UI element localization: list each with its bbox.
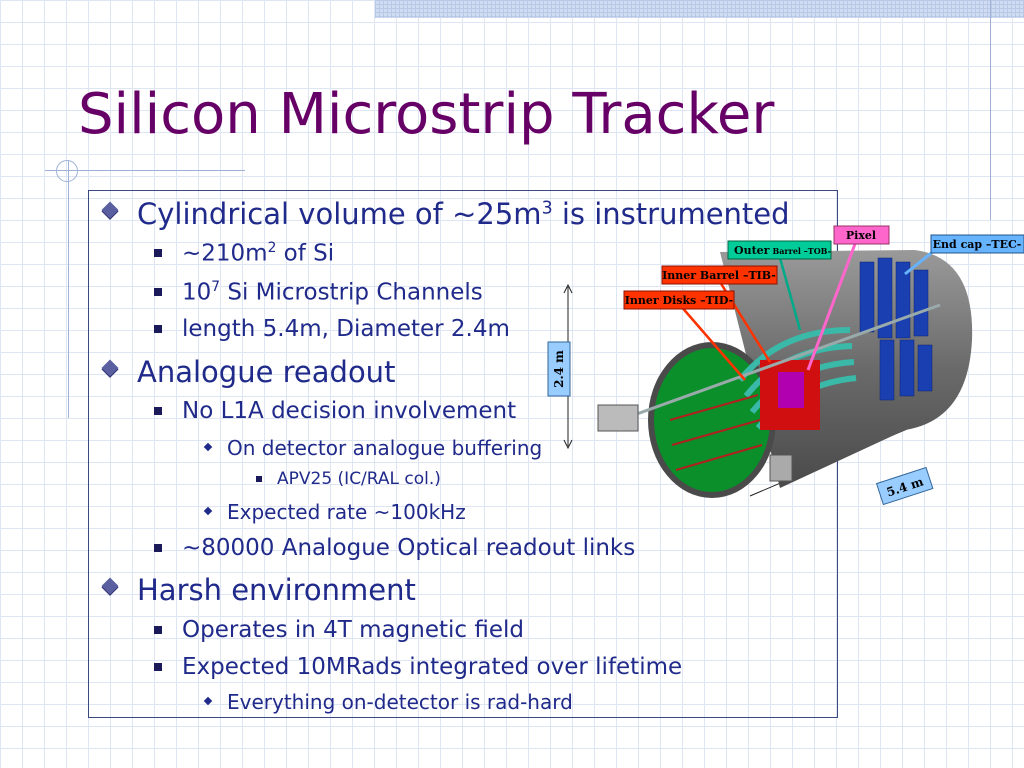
bullet-text: APV25 (IC/RAL col.) — [277, 469, 441, 489]
bullet-text: Si Microstrip Channels — [220, 279, 483, 306]
pixel-pointer — [806, 243, 857, 371]
rear-bracket — [769, 454, 793, 482]
outer-pointer — [778, 257, 802, 331]
outer-label-main: Outer — [734, 244, 770, 257]
bullet-level3: Expected rate ~100kHz — [203, 500, 466, 524]
bullet-level2: length 5.4m, Diameter 2.4m — [154, 316, 510, 342]
front-bracket — [597, 404, 639, 432]
endcap-label: End cap –TEC- — [933, 238, 1022, 251]
inner-barrel-label-box — [661, 265, 778, 285]
decorative-horizontal-line — [45, 170, 245, 171]
square-bullet-icon — [154, 249, 162, 257]
bullet-text: ~80000 Analogue Optical readout links — [182, 535, 636, 561]
beam-pipe — [619, 303, 941, 422]
slide-title: Silicon Microstrip Tracker — [78, 82, 775, 147]
endcap-label-box — [930, 234, 1024, 254]
green-support-disk — [654, 348, 770, 492]
square-bullet-icon — [154, 544, 162, 552]
bullet-text: ~210m — [182, 240, 268, 267]
pixel-detector — [778, 372, 804, 408]
superscript: 7 — [211, 279, 221, 295]
bullet-text: Cylindrical volume of ~25m — [137, 197, 542, 231]
bullet-text: Expected 10MRads integrated over lifetim… — [182, 654, 683, 680]
square-bullet-icon — [154, 288, 162, 296]
bullet-text: No L1A decision involvement — [182, 398, 517, 424]
square-bullet-icon — [154, 407, 162, 415]
bullet-level2: 107 Si Microstrip Channels — [154, 279, 483, 306]
inner-barrel-label: Inner Barrel –TIB- — [662, 269, 776, 282]
bullet-text: Operates in 4T magnetic field — [182, 617, 524, 643]
bullet-level2: Expected 10MRads integrated over lifetim… — [154, 654, 683, 680]
bullet-text: length 5.4m, Diameter 2.4m — [182, 316, 510, 342]
bullet-level2: ~80000 Analogue Optical readout links — [154, 535, 636, 561]
bullet-level4: APV25 (IC/RAL col.) — [256, 469, 441, 489]
length-label-group: 5.4 m — [875, 466, 934, 506]
endcap-disks — [859, 257, 933, 401]
square-bullet-icon — [154, 663, 162, 671]
outer-label-box — [727, 240, 832, 260]
pixel-label-box — [833, 225, 890, 245]
endcap-pointer — [904, 248, 936, 276]
superscript: 2 — [267, 240, 277, 256]
decorative-grid-band — [375, 0, 1024, 18]
bullet-level1: Analogue readout — [101, 355, 396, 389]
length-label-box — [875, 466, 934, 506]
inner-disks-label-box — [623, 290, 735, 310]
bullet-level1: Harsh environment — [101, 573, 416, 607]
decorative-vertical-line — [68, 160, 69, 418]
outer-label-rest: Barrel –TOB- — [772, 246, 830, 256]
bullet-level3: On detector analogue buffering — [203, 436, 543, 460]
bullet-text: Harsh environment — [137, 573, 416, 607]
bullet-text: Expected rate ~100kHz — [227, 500, 466, 524]
bullet-level3: Everything on-detector is rad-hard — [203, 690, 573, 714]
bullet-text: On detector analogue buffering — [227, 436, 543, 460]
square-small-bullet-icon — [256, 476, 262, 482]
diameter-label: 2.4 m — [552, 350, 566, 388]
diameter-arrow-icon — [563, 283, 573, 450]
pixel-label: Pixel — [846, 229, 876, 242]
square-bullet-icon — [154, 626, 162, 634]
inner-disks-label: Inner Disks –TID- — [625, 294, 733, 307]
bullet-level1: Cylindrical volume of ~25m3 is instrumen… — [101, 197, 790, 231]
superscript: 3 — [541, 198, 553, 219]
decorative-vertical-line — [990, 0, 991, 220]
inner-disks-pointer — [679, 304, 746, 381]
bullet-level2: ~210m2 of Si — [154, 240, 335, 267]
bullet-level2: No L1A decision involvement — [154, 398, 517, 424]
bullet-level2: Operates in 4T magnetic field — [154, 617, 524, 643]
support-rods — [669, 394, 763, 471]
bullet-text: Analogue readout — [137, 355, 396, 389]
bullet-text: of Si — [276, 240, 335, 267]
square-bullet-icon — [154, 325, 162, 333]
decorative-circle — [56, 160, 78, 182]
diameter-label-box — [547, 341, 571, 397]
bullet-text: is instrumented — [552, 197, 790, 231]
bullet-text: Everything on-detector is rad-hard — [227, 690, 573, 714]
bullet-text: 10 — [182, 279, 212, 306]
